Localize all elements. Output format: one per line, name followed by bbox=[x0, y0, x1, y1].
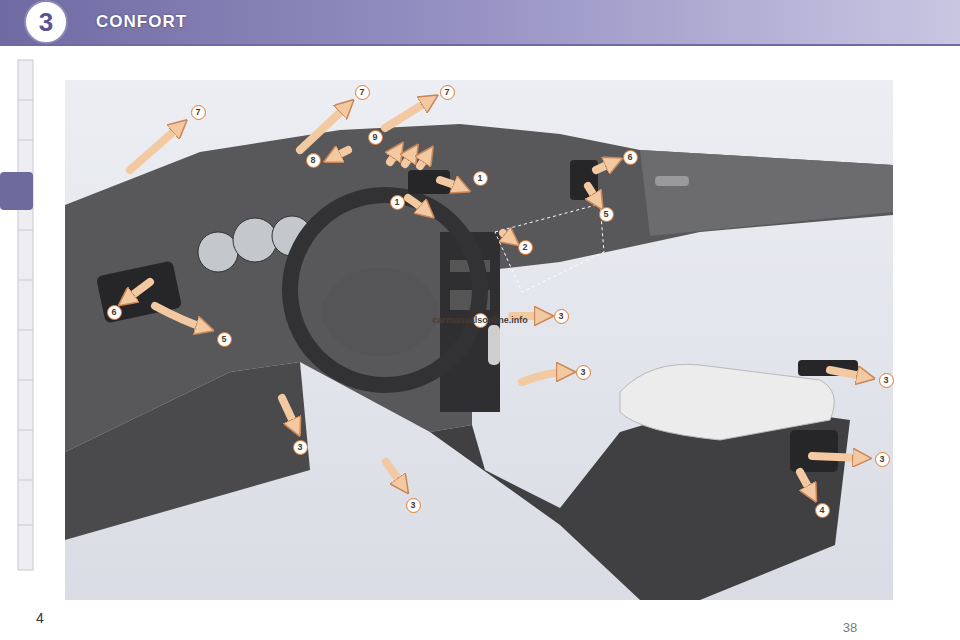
callout-number: 3 bbox=[293, 440, 308, 455]
callout-number: 3 bbox=[875, 452, 890, 467]
callout-number: 3 bbox=[576, 365, 591, 380]
header-bar bbox=[0, 0, 960, 44]
watermark: 38 bbox=[843, 620, 857, 635]
callout-number: 3 bbox=[554, 309, 569, 324]
callout-number: 1 bbox=[473, 171, 488, 186]
callout-number: 5 bbox=[217, 332, 232, 347]
chapter-badge: 3 bbox=[24, 0, 68, 44]
callout-number: 5 bbox=[599, 207, 614, 222]
callout-number: 7 bbox=[191, 105, 206, 120]
callout-number: 9 bbox=[368, 130, 383, 145]
callout-number: 2 bbox=[518, 240, 533, 255]
callout-number: 3 bbox=[406, 498, 421, 513]
callout-number: 7 bbox=[355, 85, 370, 100]
airflow-arrows bbox=[126, 100, 866, 494]
callout-number: carmanualsonline.info bbox=[473, 313, 488, 328]
callout-number: 3 bbox=[879, 373, 894, 388]
page-number: 4 bbox=[36, 610, 44, 626]
chapter-number: 3 bbox=[39, 7, 53, 38]
callout-number: 7 bbox=[440, 85, 455, 100]
callout-number: 8 bbox=[306, 153, 321, 168]
callout-number: 4 bbox=[815, 503, 830, 518]
callout-number: 6 bbox=[107, 305, 122, 320]
callout-number: 1 bbox=[390, 195, 405, 210]
page-title: CONFORT bbox=[96, 12, 187, 32]
side-tabs bbox=[0, 60, 33, 570]
callout-number: 6 bbox=[623, 150, 638, 165]
